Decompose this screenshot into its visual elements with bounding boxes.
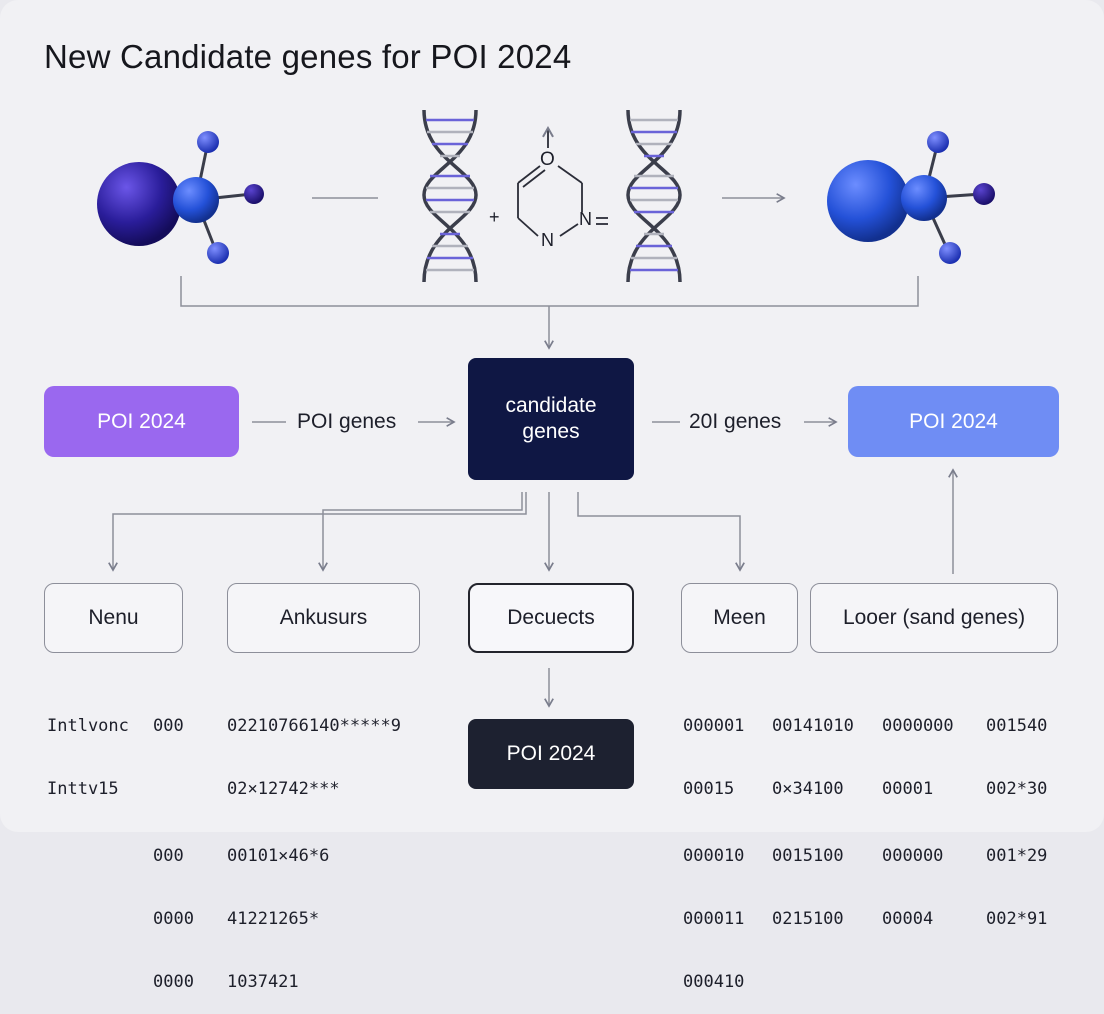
data-column-d: 000001 00015 000010 000011 000410 [683,674,744,1014]
poi-2024-right-box: POI 2024 [848,386,1059,457]
data-cell: 001*29 [986,846,1048,866]
left-molecule-icon [97,131,264,264]
data-column-e: 00141010 0×34100 0015100 0215100 [772,674,854,951]
data-column-f: 0000000 00001 000000 00004 [882,674,954,951]
data-cell: 0×34100 [772,779,844,799]
data-cell: 00101×46*6 [227,846,330,866]
data-cell: 0000 [153,909,194,929]
ring-structure-icon [517,125,608,237]
dna-helix-icon [626,109,682,283]
data-cell: 0000 [153,972,194,992]
ring-atom-n1: N [541,230,554,250]
data-cell: 000410 [683,972,745,992]
category-meen: Meen [681,583,798,653]
data-cell: 000 [153,716,184,736]
data-cell: 00004 [882,909,934,929]
data-cell: 001540 [986,716,1048,736]
data-cell: 000010 [683,846,745,866]
right-molecule-icon [827,131,995,264]
data-cell: Inttv15 [47,779,119,799]
data-cell: 0000000 [882,716,954,736]
data-column-b: 000 000 0000 0000 [153,674,194,1014]
ring-atom-n2: N [579,209,592,229]
data-cell: 0015100 [772,846,844,866]
plus-sign: + [489,207,500,227]
data-cell: Intlvonc [47,716,129,736]
data-cell: 002*30 [986,779,1048,799]
category-ankusurs: Ankusurs [227,583,420,653]
diagram-graphics [97,109,995,708]
category-decuects: Decuects [468,583,634,653]
data-column-g: 001540 002*30 001*29 002*91 [986,674,1047,951]
data-cell: 02×12742*** [227,779,340,799]
merge-bracket [180,276,919,307]
category-looer: Looer (sand genes) [810,583,1058,653]
data-cell [153,779,194,800]
data-cell: 41221265* [227,909,320,929]
data-cell: 000001 [683,716,745,736]
page-title: New Candidate genes for POI 2024 [44,38,572,75]
poi-2024-left-box: POI 2024 [44,386,239,457]
20i-genes-label: 20I genes [689,410,782,433]
data-cell: 1037421 [227,972,299,992]
category-nenu: Nenu [44,583,183,653]
data-column-c: 02210766140*****9 02×12742*** 00101×46*6… [227,674,401,1014]
data-cell: 000 [153,846,184,866]
data-cell: 00015 [683,779,735,799]
branch-arrows [108,468,958,708]
data-cell: 00001 [882,779,934,799]
data-column-a: Intlvonc Inttv15 [47,674,129,821]
dna-helix-icon [422,109,478,283]
data-cell: 00141010 [772,716,854,736]
data-cell: 002*91 [986,909,1048,929]
data-cell: 000011 [683,909,745,929]
candidate-genes-box: candidate genes [468,358,634,480]
data-cell: 02210766140*****9 [227,716,401,736]
data-cell: 000000 [882,846,944,866]
poi-genes-label: POI genes [297,410,397,433]
ring-atom-o: O [540,149,555,170]
poi-2024-bottom-box: POI 2024 [468,719,634,789]
data-cell: 0215100 [772,909,844,929]
